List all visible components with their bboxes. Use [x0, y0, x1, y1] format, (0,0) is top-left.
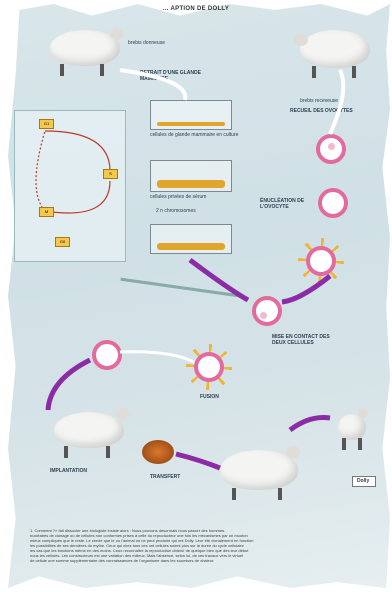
caption-line: de cellule une somme supplémentaire des … [30, 558, 370, 563]
caption-text: 1. Comment ?» fait dissocier une biologi… [30, 528, 370, 563]
